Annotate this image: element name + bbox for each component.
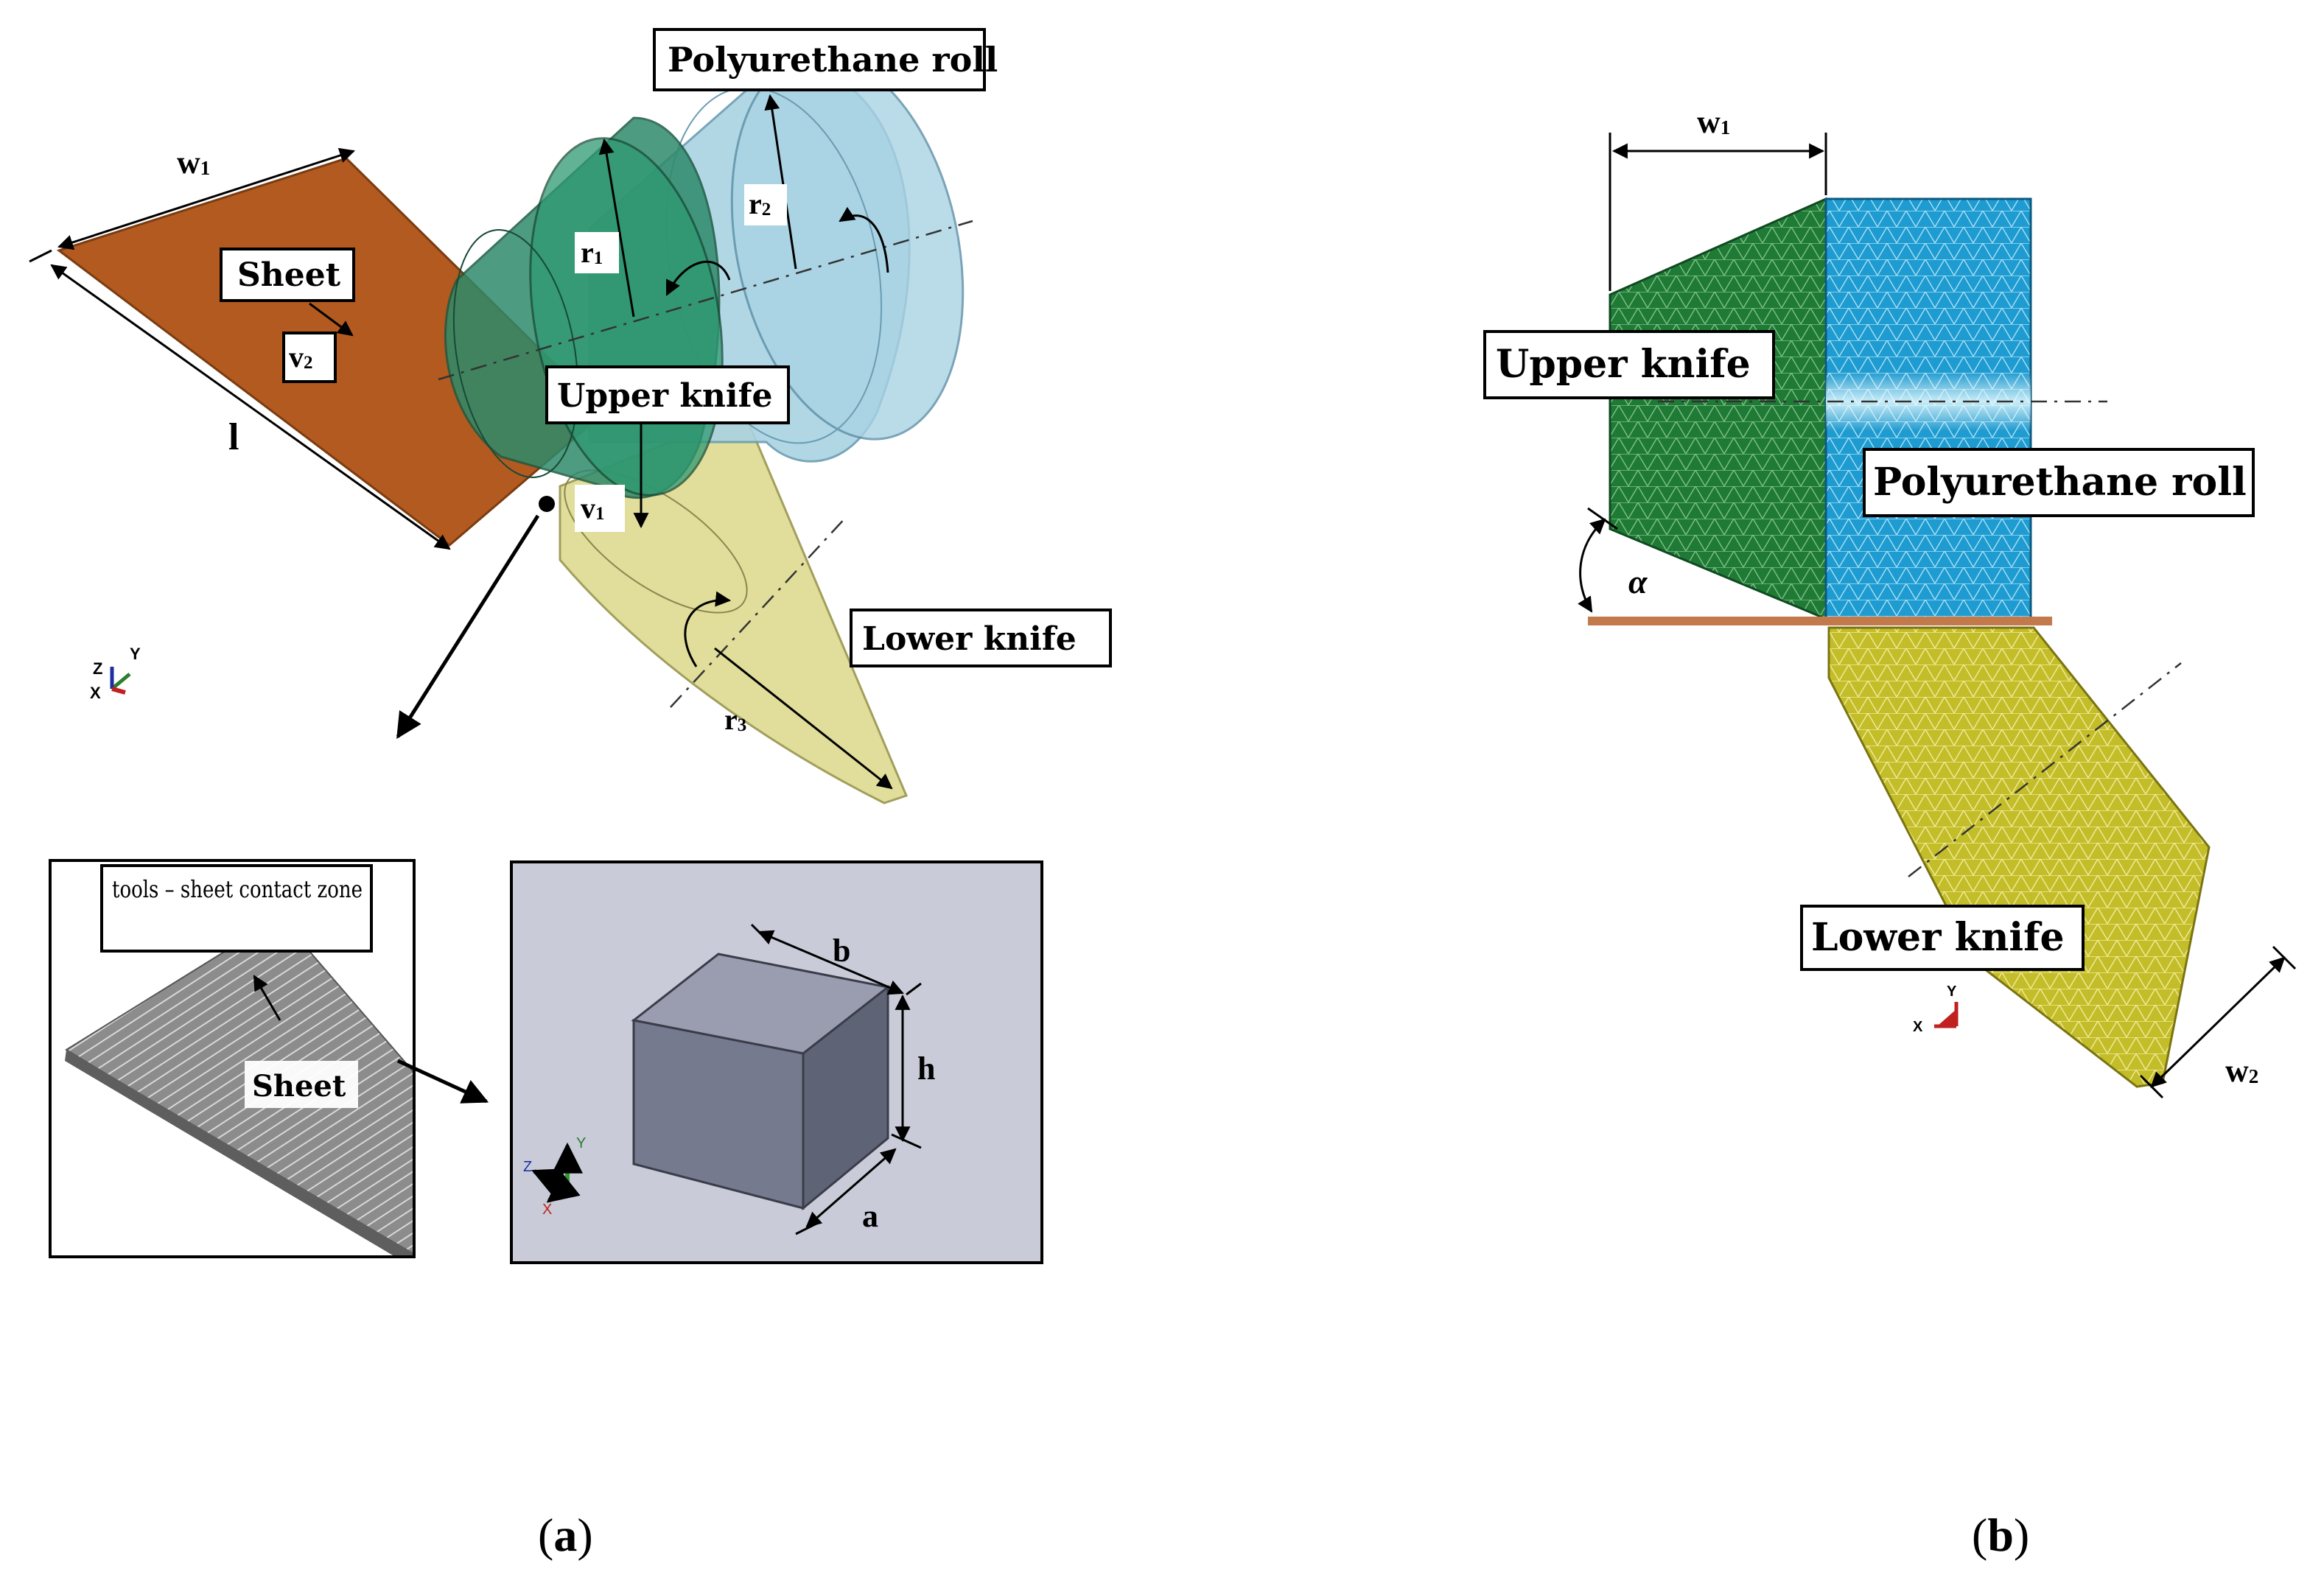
label-polyurethane-roll-a: Polyurethane roll — [668, 40, 998, 80]
axis-x-b: X — [1913, 1019, 1923, 1035]
label-upper-knife-a: Upper knife — [557, 377, 773, 415]
lower-knife-shape — [559, 411, 909, 804]
dim-a-label: a — [862, 1198, 878, 1234]
panel-b: w1 α w2 Upper knife Polyurethane roll Lo… — [1483, 104, 2297, 1561]
dim-w2-label: w2 — [2225, 1053, 2258, 1089]
dim-r3-label: r3 — [724, 703, 746, 736]
lower-knife-mesh — [1827, 626, 2211, 1088]
axis-z-inset: Z — [523, 1159, 532, 1175]
label-upper-knife-b: Upper knife — [1496, 342, 1751, 387]
dim-alpha-label: α — [1628, 563, 1648, 600]
label-lower-knife-a: Lower knife — [862, 620, 1077, 658]
label-lower-knife-b: Lower knife — [1811, 915, 2065, 960]
axis-y-inset: Y — [576, 1135, 586, 1151]
dim-l-label: l — [228, 416, 239, 458]
dim-v1-label: v1 — [581, 491, 605, 525]
sheet-strip — [1588, 617, 2052, 625]
dim-r1-label: r1 — [581, 236, 603, 269]
label-polyurethane-roll-b: Polyurethane roll — [1873, 460, 2247, 505]
label-sheet-a: Sheet — [237, 256, 341, 294]
caption-a: (a) — [538, 1509, 593, 1561]
panel-a: w1 l v2 v1 r1 r2 r3 Polyurethane roll Sh… — [29, 28, 1112, 1561]
dim-b-label: b — [833, 933, 850, 969]
contact-point — [539, 496, 555, 512]
axis-y-main: Y — [130, 645, 141, 663]
upper-knife-mesh — [1609, 197, 1827, 621]
axis-x-inset: X — [542, 1202, 552, 1218]
label-sheet-inset: Sheet — [252, 1069, 346, 1104]
caption-b: (b) — [1972, 1509, 2029, 1561]
inset-sheet-mesh: tools – sheet contact zone Sheet — [49, 859, 489, 1258]
axis-z-main: Z — [93, 659, 102, 678]
axis-y-b: Y — [1947, 983, 1957, 1000]
dim-v2-label: v2 — [289, 340, 313, 374]
dim-w1-label-b: w1 — [1697, 104, 1730, 140]
dim-h-label: h — [917, 1051, 935, 1087]
axis-triad-main: Z Y X — [90, 645, 141, 702]
axis-x-main: X — [90, 684, 101, 702]
label-contact-zone: tools – sheet contact zone — [112, 875, 363, 903]
axis-triad-b: X Y — [1913, 983, 1959, 1035]
inset-element-cube: b h a Y Z X — [510, 860, 1043, 1264]
dim-w1-label: w1 — [177, 144, 210, 180]
dim-r2-label: r2 — [749, 187, 771, 220]
